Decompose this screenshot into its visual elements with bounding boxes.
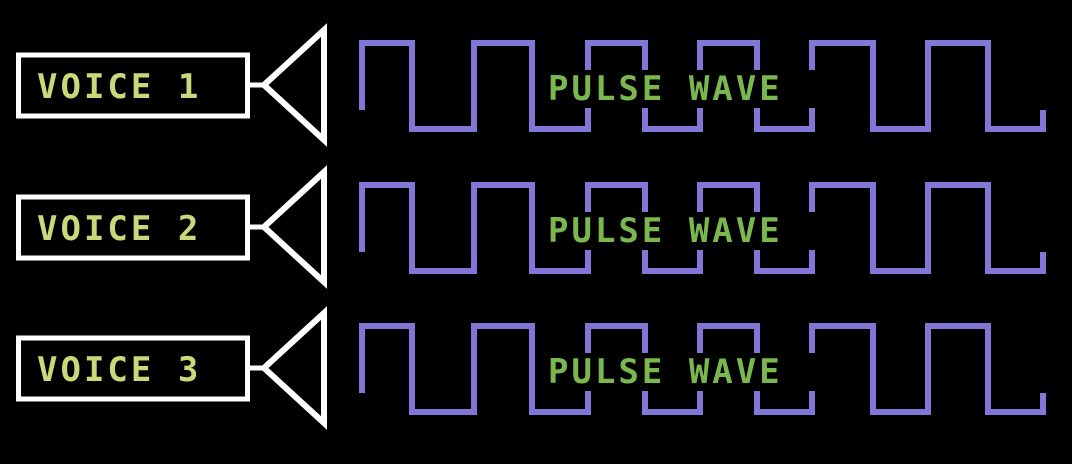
voice-label: VOICE 2: [37, 209, 201, 249]
speaker-triangle-icon: [259, 23, 327, 147]
wave-label-backdrop: [544, 70, 830, 108]
voice-box: [16, 335, 250, 402]
speaker-triangle-icon: [259, 306, 327, 430]
waveform-label: PULSE WAVE: [548, 69, 783, 109]
wave-label-backdrop: [544, 212, 830, 250]
voice-row-3: VOICE 3 PULSE WAVE: [16, 306, 1046, 430]
voice-row-2: VOICE 2 PULSE WAVE: [16, 165, 1046, 289]
voice-label: VOICE 3: [37, 350, 201, 390]
waveform-label: PULSE WAVE: [548, 352, 783, 392]
wave-label-backdrop: [544, 353, 830, 391]
voice-label: VOICE 1: [37, 67, 201, 107]
voice-box: [16, 52, 250, 119]
speaker-triangle-icon: [259, 165, 327, 289]
waveform-label: PULSE WAVE: [548, 211, 783, 251]
voice-box: [16, 194, 250, 261]
voice-row-1: VOICE 1 PULSE WAVE: [16, 23, 1046, 147]
